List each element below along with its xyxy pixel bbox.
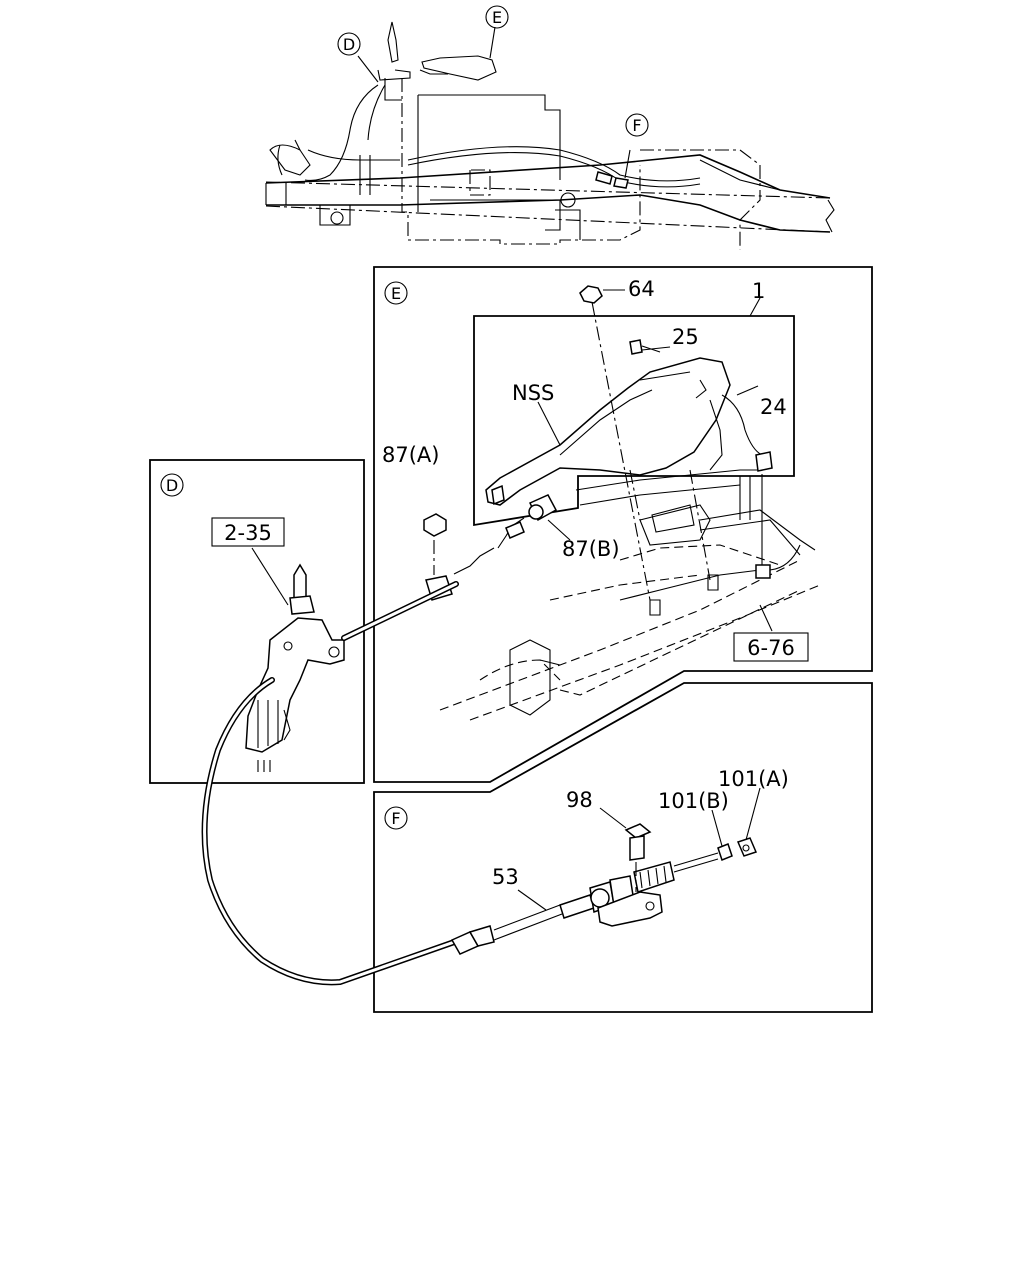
label-ref-6-76: 6-76 bbox=[747, 636, 795, 660]
label-part-98: 98 bbox=[566, 788, 593, 812]
label-part-101b: 101(B) bbox=[658, 789, 729, 813]
panel-d-border bbox=[149, 459, 365, 784]
label-part-87b: 87(B) bbox=[562, 537, 620, 561]
detail-panels bbox=[149, 266, 873, 1013]
callout-d-top: D bbox=[343, 35, 355, 54]
panel-f-drawing bbox=[450, 787, 761, 955]
panel-e-drawing bbox=[423, 285, 821, 721]
ref-box-2-35 bbox=[211, 517, 285, 547]
panel-e-border bbox=[373, 266, 873, 783]
panel-d-drawing bbox=[245, 547, 459, 772]
callout-d-panel: D bbox=[166, 476, 178, 495]
label-part-64: 64 bbox=[628, 277, 655, 301]
callout-e-top: E bbox=[492, 8, 502, 27]
part-1-box bbox=[473, 315, 795, 527]
label-part-53: 53 bbox=[492, 865, 519, 889]
panel-f-border bbox=[373, 682, 873, 1013]
ref-box-6-76 bbox=[733, 632, 809, 662]
callout-f-top: F bbox=[632, 116, 641, 135]
part-labels: 64 1 25 24 NSS 87(A) 87(B) 2-35 6-76 98 … bbox=[211, 277, 809, 889]
label-nss: NSS bbox=[512, 381, 554, 405]
callout-f-panel: F bbox=[391, 809, 400, 828]
label-part-25: 25 bbox=[672, 325, 699, 349]
callout-e-panel: E bbox=[391, 284, 401, 303]
panel-callouts: E D F bbox=[160, 281, 408, 830]
label-part-1: 1 bbox=[752, 279, 765, 303]
label-ref-2-35: 2-35 bbox=[224, 521, 272, 545]
label-part-87a: 87(A) bbox=[382, 443, 439, 467]
parking-brake-cable bbox=[201, 677, 463, 986]
vehicle-overview: D E F bbox=[265, 5, 835, 250]
label-part-101a: 101(A) bbox=[718, 767, 789, 791]
label-part-24: 24 bbox=[760, 395, 787, 419]
